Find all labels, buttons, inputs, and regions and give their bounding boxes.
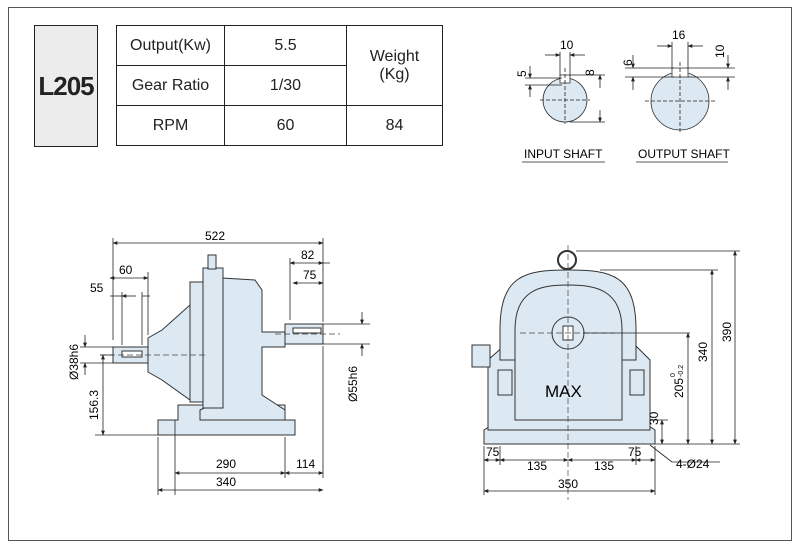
input-shaft-detail (525, 52, 605, 124)
dim-bolt-holes: 4-Ø24 (676, 457, 710, 471)
output-label: Output(Kw) (116, 25, 225, 66)
dim-out-shaft-len: 82 (301, 248, 315, 262)
spec-row-output: Output(Kw) 5.5 Weight (Kg) (116, 25, 443, 106)
output-shaft-detail (625, 42, 735, 134)
dim-input-diameter: Ø38h6 (67, 344, 81, 380)
dim-edge-right: 75 (628, 445, 642, 459)
input-key-depth: 5 (515, 70, 529, 77)
output-key-depth: 6 (621, 59, 635, 66)
gear-ratio-value: 1/30 (224, 65, 347, 106)
dim-base-thickness: 30 (647, 411, 661, 425)
weight-label-line1: Weight (369, 47, 420, 65)
dim-overall-width: 350 (558, 477, 578, 491)
dim-edge-left: 75 (486, 445, 500, 459)
side-view-dimensions (80, 238, 370, 495)
weight-value: 84 (346, 105, 443, 146)
front-view-body (471, 250, 656, 445)
side-view-centerlines (100, 333, 340, 356)
output-key-width: 16 (672, 28, 686, 42)
front-view-dimensions (483, 250, 740, 495)
input-shaft-label: INPUT SHAFT (524, 147, 603, 161)
dim-shaft-tol-lower: -0.2 (678, 365, 685, 377)
drawing-frame (8, 7, 792, 541)
output-shaft-label: OUTPUT SHAFT (638, 147, 730, 161)
spec-row-gear-ratio: Gear Ratio 1/30 (116, 65, 443, 106)
weight-label: Weight (Kg) (346, 25, 443, 106)
dim-shaft-height: 205 (672, 378, 686, 398)
model-code: L205 (34, 25, 98, 147)
dim-output-diameter: Ø55h6 (346, 366, 360, 402)
dim-base-inner: 290 (216, 457, 236, 471)
dim-out-shaft-key: 75 (303, 268, 317, 282)
dim-overall-height: 390 (720, 322, 734, 342)
spec-row-rpm: RPM 60 84 (116, 105, 443, 146)
dim-overall-length: 522 (205, 229, 225, 243)
spec-table: Output(Kw) 5.5 Weight (Kg) Gear Ratio 1/… (116, 25, 443, 146)
dim-shaft-tol-upper: 0 (670, 373, 677, 377)
dim-in-shaft-key: 55 (90, 281, 104, 295)
weight-label-line2: (Kg) (379, 65, 410, 83)
dim-half-right: 135 (594, 459, 614, 473)
output-key-height: 10 (713, 44, 727, 58)
output-value: 5.5 (224, 25, 347, 66)
dim-half-left: 135 (527, 459, 547, 473)
dim-shaft-height-group: 205 0 -0.2 (670, 365, 686, 398)
dim-center-height: 156.3 (87, 390, 101, 420)
front-view-centerlines (520, 245, 615, 500)
dim-base-overall: 340 (216, 475, 236, 489)
input-key-height: 8 (583, 69, 597, 76)
front-view-max-label: MAX (545, 382, 582, 401)
dim-in-shaft-len: 60 (119, 263, 133, 277)
dim-body-height: 340 (696, 342, 710, 362)
input-key-width: 10 (560, 38, 574, 52)
dim-base-offset: 114 (296, 457, 315, 471)
side-view-body (112, 254, 324, 436)
